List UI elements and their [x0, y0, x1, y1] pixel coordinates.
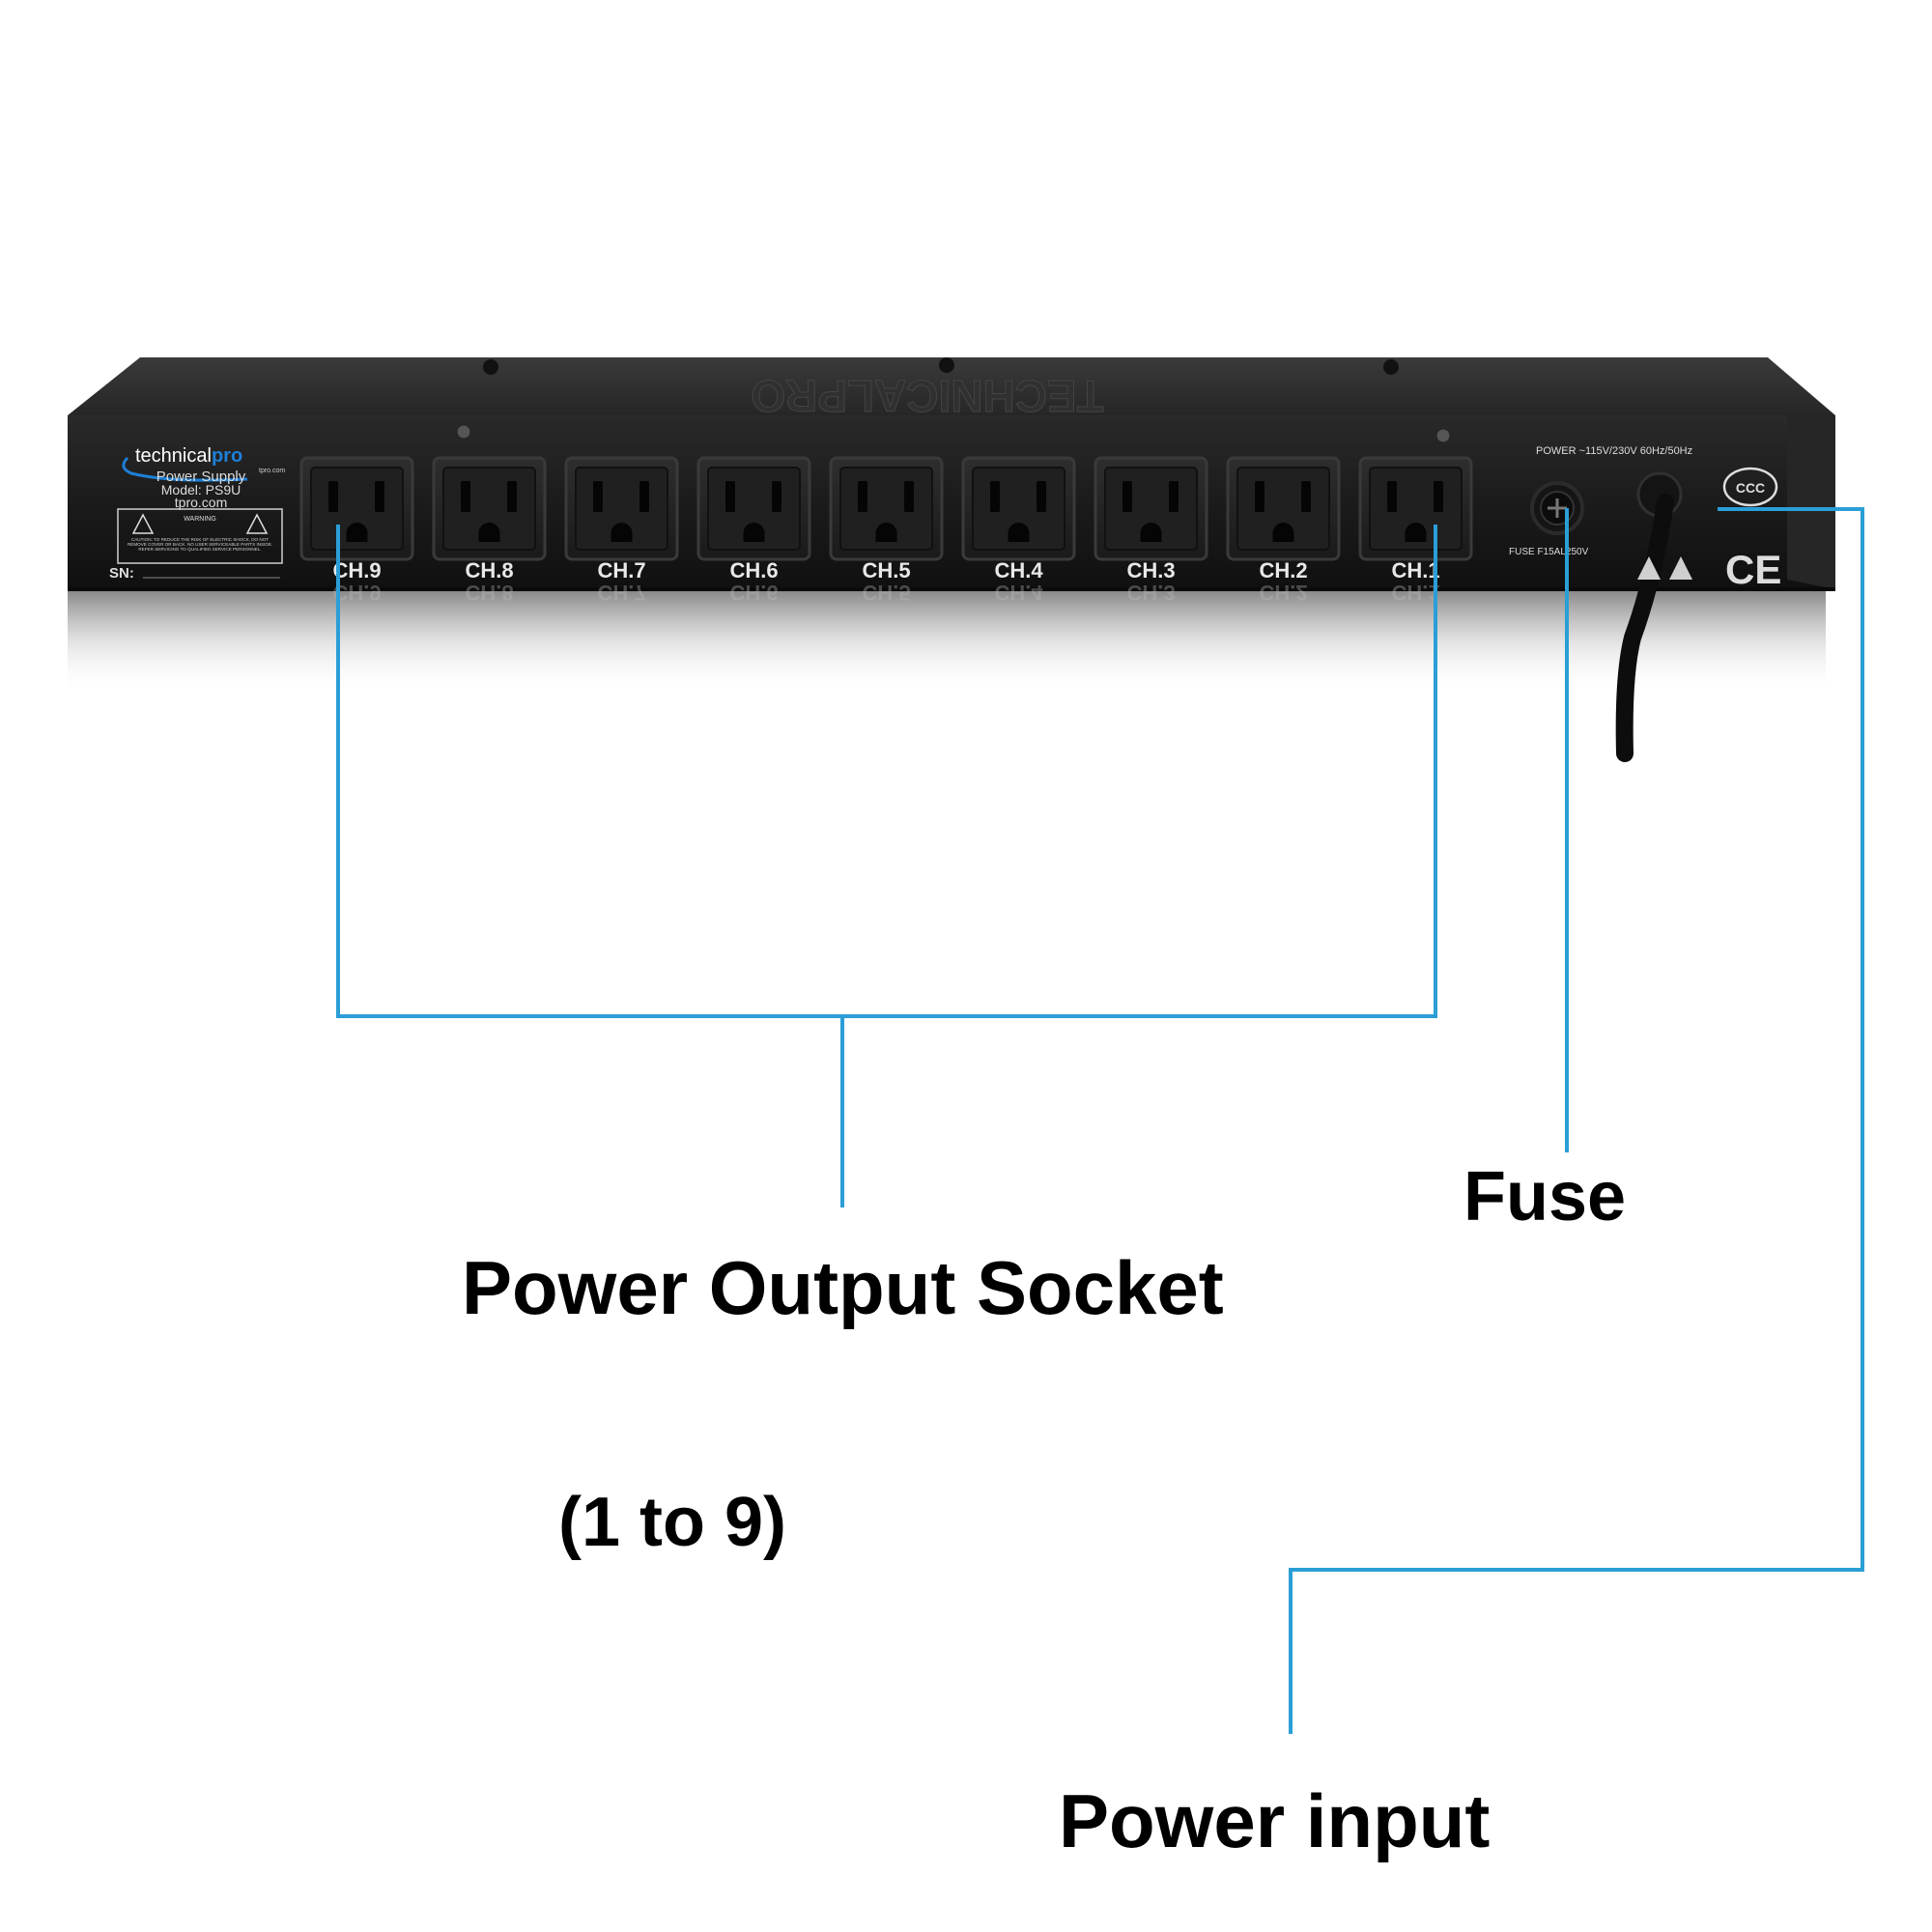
channel-label: CH.8: [465, 558, 513, 582]
warning-title: WARNING: [184, 516, 216, 523]
ground-hole-icon: [611, 523, 633, 542]
outlet-ch-9[interactable]: CH.9CH.9: [299, 456, 414, 605]
ground-hole-icon: [478, 523, 500, 542]
caution-triangle-icon: [1637, 556, 1661, 580]
channel-label-reflection: CH.7: [597, 581, 645, 605]
fuse-label: Fuse: [1463, 1158, 1627, 1236]
channel-label-reflection: CH.5: [862, 581, 910, 605]
brand-accent: pro: [212, 445, 242, 467]
fuse-holder[interactable]: [1530, 481, 1584, 535]
floor-reflection: [68, 589, 1826, 696]
product-name: Power Supply: [156, 469, 246, 485]
outlet-slot-icon: [904, 481, 914, 512]
brand-url: tpro.com: [259, 468, 285, 474]
outlet-slot-icon: [1255, 481, 1264, 512]
power-input-label: Power input: [1059, 1778, 1491, 1863]
power-output-socket-label: Power Output Socket: [462, 1245, 1224, 1330]
channel-range-label: (1 to 9): [558, 1484, 787, 1561]
outlet-ch-1[interactable]: CH.1CH.1: [1358, 456, 1473, 605]
ccc-certification-mark: CCC: [1722, 467, 1778, 507]
outlet-slot-icon: [1122, 481, 1132, 512]
output-leader-line: [336, 525, 1437, 1018]
outlet-ch-2[interactable]: CH.2CH.2: [1226, 456, 1341, 605]
channel-label: CH.7: [597, 558, 645, 582]
panel-screw: [1435, 428, 1451, 443]
top-embossed-logo: TECHNICALPRO: [751, 371, 1103, 421]
outlet-slot-icon: [593, 481, 603, 512]
channel-label-reflection: CH.3: [1126, 581, 1175, 605]
exclamation-warning-icon: [245, 513, 269, 534]
channel-label: CH.1: [1391, 558, 1439, 582]
ground-hole-icon: [1272, 523, 1294, 542]
outlet-slot-icon: [375, 481, 384, 512]
fuse-rating: FUSE F15AL250V: [1509, 547, 1589, 557]
outlet-slot-icon: [1387, 481, 1397, 512]
ground-hole-icon: [346, 523, 368, 542]
outlet-slot-icon: [639, 481, 649, 512]
power-input-cord[interactable]: [1615, 471, 1683, 762]
panel-screw: [456, 424, 471, 440]
outlet-row: CH.9CH.9CH.8CH.8CH.7CH.7CH.6CH.6CH.5CH.5…: [299, 456, 1473, 605]
outlet-slot-icon: [1037, 481, 1046, 512]
outlet-slot-icon: [772, 481, 781, 512]
channel-label: CH.3: [1126, 558, 1175, 582]
top-screw-hole: [939, 357, 954, 373]
channel-label: CH.5: [862, 558, 910, 582]
ground-hole-icon: [1140, 523, 1162, 542]
channel-label-reflection: CH.6: [729, 581, 778, 605]
warning-label: WARNING CAUTION: TO REDUCE THE RISK OF E…: [117, 508, 283, 564]
outlet-ch-4[interactable]: CH.4CH.4: [961, 456, 1076, 605]
channel-label: CH.2: [1259, 558, 1307, 582]
brand-swoosh-icon: [122, 456, 248, 482]
top-screw-hole: [483, 359, 498, 375]
input-leader-line: [1289, 507, 1864, 1734]
leader-lines: [336, 507, 1864, 1734]
outlet-slot-icon: [328, 481, 338, 512]
svg-text:technicalpro: technicalpro: [135, 445, 242, 467]
website: tpro.com: [175, 495, 227, 510]
ground-hole-icon: [743, 523, 765, 542]
channel-label: CH.6: [729, 558, 778, 582]
outlet-slot-icon: [990, 481, 1000, 512]
outlet-slot-icon: [858, 481, 867, 512]
brand-logo: technicalpro tpro.com: [122, 445, 285, 482]
chassis-right-side: [1787, 415, 1835, 589]
serial-label: SN:: [109, 565, 134, 582]
outlet-slot-icon: [461, 481, 470, 512]
outlet-ch-8[interactable]: CH.8CH.8: [432, 456, 547, 605]
channel-label: CH.9: [332, 558, 381, 582]
channel-label-reflection: CH.1: [1391, 581, 1439, 605]
outlet-slot-icon: [1301, 481, 1311, 512]
outlet-ch-3[interactable]: CH.3CH.3: [1094, 456, 1208, 605]
channel-label: CH.4: [994, 558, 1043, 582]
outlet-ch-6[interactable]: CH.6CH.6: [696, 456, 811, 605]
channel-label-reflection: CH.9: [332, 581, 381, 605]
top-screw-hole: [1383, 359, 1399, 375]
ccc-mark: CCC: [1736, 480, 1765, 496]
model-number: Model: PS9U: [161, 482, 241, 497]
outlet-slot-icon: [1169, 481, 1179, 512]
outlet-ch-5[interactable]: CH.5CH.5: [829, 456, 944, 605]
brand-name: technical: [135, 445, 212, 467]
outlet-slot-icon: [725, 481, 735, 512]
ce-mark: CE: [1725, 547, 1781, 592]
ground-hole-icon: [1008, 523, 1030, 542]
shock-warning-icon: [131, 513, 155, 534]
channel-label-reflection: CH.4: [994, 581, 1043, 605]
channel-label-reflection: CH.8: [465, 581, 513, 605]
outlet-ch-7[interactable]: CH.7CH.7: [564, 456, 679, 605]
caution-text: CAUTION: TO REDUCE THE RISK OF ELECTRIC …: [127, 537, 273, 553]
caution-triangle-icon: [1669, 556, 1692, 580]
ground-hole-icon: [1405, 523, 1427, 542]
channel-label-reflection: CH.2: [1259, 581, 1307, 605]
outlet-slot-icon: [507, 481, 517, 512]
power-rating: POWER ~115V/230V 60Hz/50Hz: [1536, 445, 1692, 457]
ground-hole-icon: [875, 523, 897, 542]
outlet-slot-icon: [1434, 481, 1443, 512]
